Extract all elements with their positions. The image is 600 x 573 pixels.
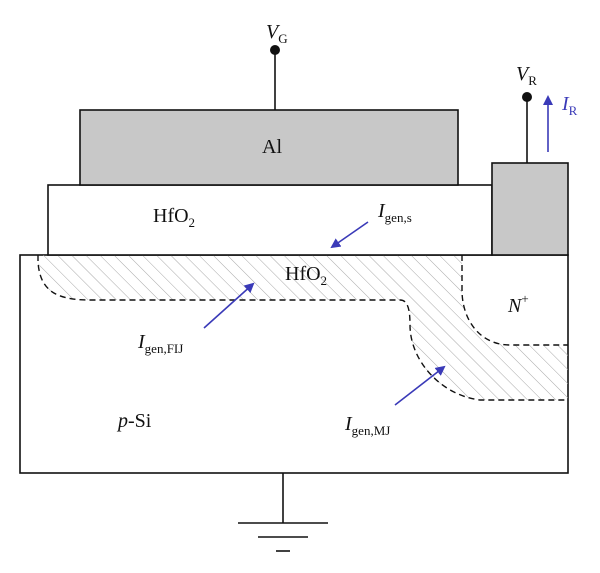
- igen-mj-arrow: [394, 365, 446, 406]
- igen-s-label: Igen,s: [377, 200, 412, 225]
- al-gate: [79, 109, 459, 186]
- n-plus-label: N+: [507, 291, 529, 317]
- vr-label: VR: [516, 63, 537, 88]
- depletion-boundary: [37, 255, 568, 401]
- substrate-label: p-Si: [116, 410, 152, 432]
- n-plus-boundary: [461, 255, 568, 346]
- igen-s-arrow: [330, 221, 369, 249]
- igen-mj-label: Igen,MJ: [344, 413, 390, 438]
- depletion-label: HfO2: [285, 263, 327, 288]
- ir-label: IR: [561, 93, 578, 118]
- oxide-label: HfO2: [153, 205, 195, 230]
- igen-fij-arrow: [203, 282, 255, 329]
- igen-fij-label: Igen,FIJ: [137, 331, 183, 356]
- gate-terminal: [270, 45, 280, 55]
- depletion-region: [38, 255, 568, 400]
- vg-label: VG: [266, 21, 288, 46]
- reverse-terminal: [522, 92, 532, 102]
- al-label: Al: [262, 136, 282, 158]
- n-plus-contact: [491, 162, 569, 256]
- hfo2-oxide-layer: [47, 184, 493, 256]
